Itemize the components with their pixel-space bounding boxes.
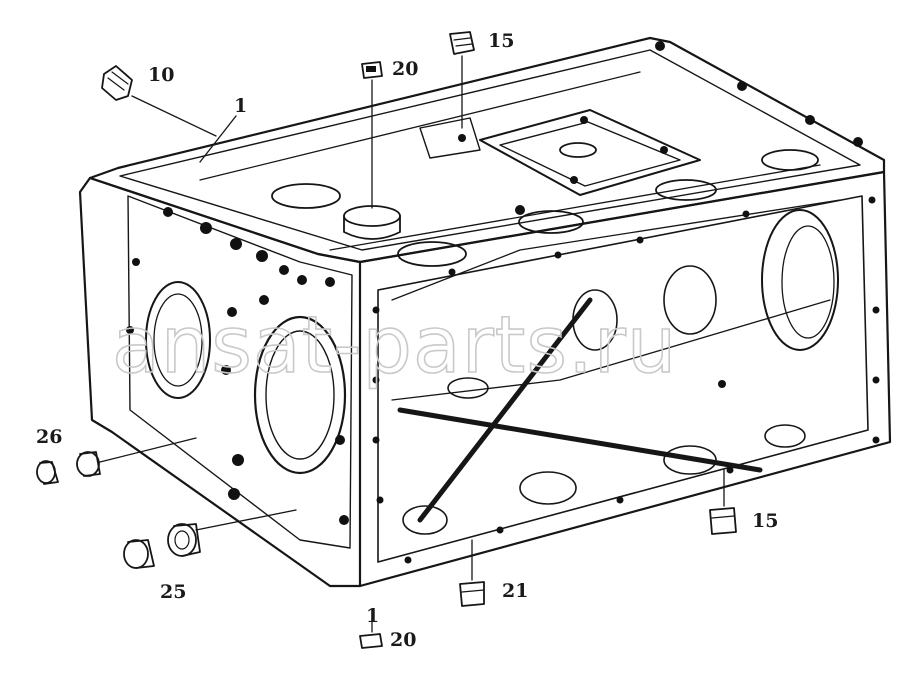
leader-25 <box>195 509 297 531</box>
leader-26 <box>99 437 197 463</box>
bushing-part-26 <box>36 451 101 485</box>
callout-21: 21 <box>502 580 528 602</box>
callout-15-top: 15 <box>488 30 514 52</box>
callout-20-top: 20 <box>392 58 418 80</box>
plug-part-15-top <box>449 31 475 55</box>
callout-labels: 10 1 20 15 26 25 15 21 1 20 <box>36 30 778 651</box>
callout-1-bottom: 1 <box>366 605 379 627</box>
drain-plug-part-21 <box>459 581 485 607</box>
leader-10 <box>131 95 217 137</box>
callout-15-bottom: 15 <box>752 510 778 532</box>
nut-part-20-bottom <box>359 633 383 649</box>
callout-25: 25 <box>160 581 186 603</box>
side-frame-holes <box>372 41 880 564</box>
callout-26: 26 <box>36 426 62 448</box>
breather-plug-part-10 <box>101 65 133 101</box>
gearbox-housing <box>78 36 892 588</box>
seal-part-25 <box>123 523 201 569</box>
flange-bolt-holes <box>126 207 349 525</box>
nut-part-20-top <box>361 61 383 79</box>
callout-10: 10 <box>148 64 174 86</box>
leader-1-top <box>199 115 237 163</box>
callout-1-top: 1 <box>234 95 247 117</box>
plug-part-15-bottom <box>709 507 737 535</box>
watermark-text: ansat-parts.ru <box>112 301 677 391</box>
callout-20-bottom: 20 <box>390 629 416 651</box>
